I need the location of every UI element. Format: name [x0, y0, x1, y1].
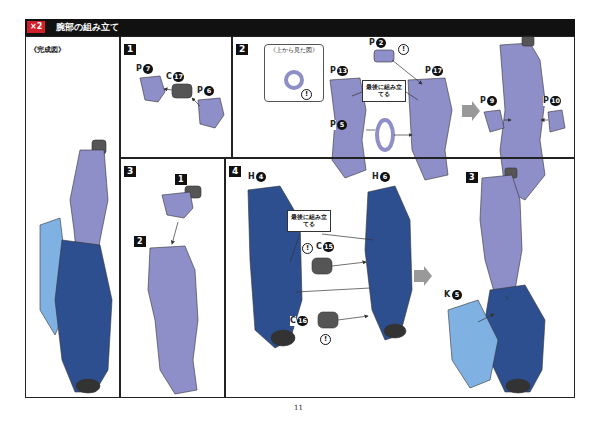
part-letter: P — [330, 66, 336, 76]
part-letter: P — [330, 120, 336, 130]
part-letter: C — [316, 242, 322, 252]
part-letter: P — [543, 96, 549, 106]
part-number: 17 — [432, 66, 443, 76]
part-letter: P — [369, 38, 375, 48]
part-number: 5 — [337, 120, 347, 130]
note-text: 最後に組み立てる — [365, 83, 403, 97]
step-number: 4 — [229, 166, 241, 177]
step-panel: 3 — [120, 158, 225, 398]
count-mark: ×2 — [27, 21, 45, 33]
page-number: 11 — [294, 404, 303, 412]
part-number: 13 — [337, 66, 348, 76]
part-number: 17 — [173, 72, 184, 82]
view-panel: 《完成図》 — [25, 36, 120, 398]
part-letter: K — [444, 290, 450, 300]
part-letter: P — [136, 64, 142, 74]
caution-mark: ! — [301, 89, 312, 100]
part-letter: C — [290, 316, 296, 326]
step-number: 《完成図》 — [30, 45, 65, 55]
part-number: 16 — [297, 316, 308, 326]
note-box: 最後に組み立てる — [287, 210, 331, 232]
step-panel: 4 最後に組み立てる — [225, 158, 575, 398]
step-number: 2 — [236, 44, 248, 55]
title-text: 腕部の組み立て — [56, 21, 119, 33]
part-letter: P — [480, 96, 486, 106]
note-box: 最後に組み立てる — [362, 80, 406, 102]
note-text: 最後に組み立てる — [290, 213, 328, 227]
step-callout: 1 — [175, 174, 187, 185]
step-number: 3 — [124, 166, 136, 177]
part-letter: P — [197, 86, 203, 96]
part-number: 6 — [380, 172, 390, 182]
part-letter: C — [166, 72, 172, 82]
part-number: 15 — [323, 242, 334, 252]
part-number: 10 — [550, 96, 561, 106]
part-letter: P — [425, 66, 431, 76]
caution-mark: ! — [320, 334, 331, 345]
part-number: 4 — [256, 172, 266, 182]
part-number: 9 — [487, 96, 497, 106]
part-number: 7 — [143, 64, 153, 74]
step-callout: 2 — [134, 236, 146, 247]
caution-mark: ! — [302, 243, 313, 254]
part-number: 2 — [376, 38, 386, 48]
step-callout: 3 — [466, 172, 478, 183]
inset-box: 《上から見た図》 — [264, 44, 324, 102]
step-panel: 1 — [120, 36, 232, 158]
note-text: 《上から見た図》 — [267, 47, 321, 54]
part-number: 6 — [204, 86, 214, 96]
caution-mark: ! — [398, 44, 409, 55]
part-letter: H — [372, 172, 379, 182]
part-letter: H — [248, 172, 255, 182]
step-number: 1 — [124, 44, 136, 55]
part-number: 5 — [452, 290, 462, 300]
